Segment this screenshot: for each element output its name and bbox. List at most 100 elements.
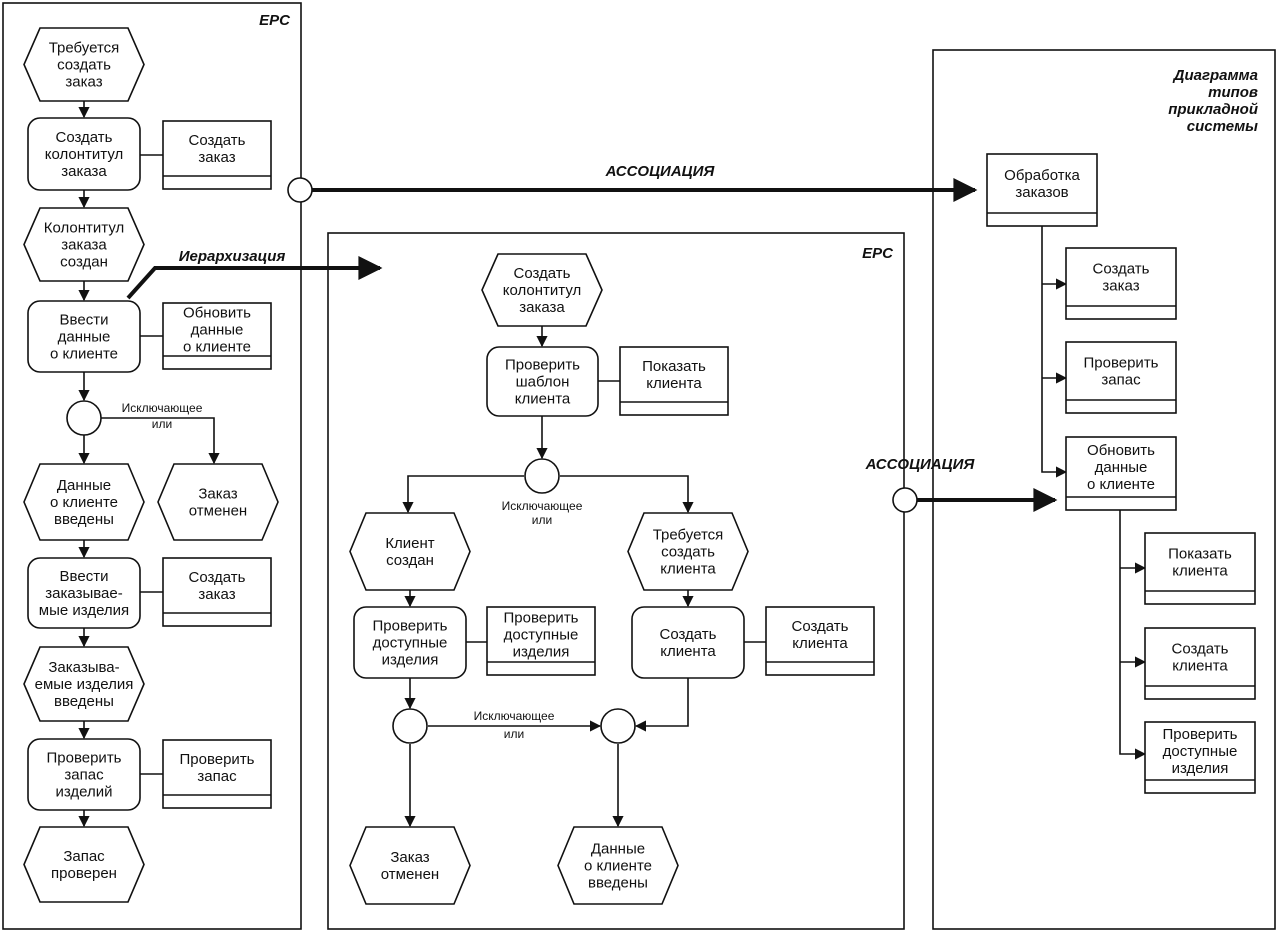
- node-text-line: клиента: [1172, 658, 1228, 675]
- node-text-line: заказ: [198, 586, 235, 603]
- middle-xor-connector-right: [600, 708, 636, 744]
- node-text-line: мые изделия: [39, 602, 129, 619]
- node-text-line: Требуется: [49, 40, 120, 57]
- nodes-layer: ТребуетсясоздатьзаказСоздатьколонтитулза…: [23, 27, 1256, 905]
- node-text-line: Создать: [513, 265, 570, 282]
- node-text-line: о клиенте: [1087, 476, 1155, 493]
- app-types-title: Диаграмма типов прикладной системы: [1168, 67, 1258, 135]
- node-text-line: Показать: [1168, 546, 1232, 563]
- node-text-line: Создать: [188, 569, 245, 586]
- node-text-line: данные: [58, 329, 111, 346]
- node-text-line: Данные: [591, 841, 645, 858]
- node-text-line: клиента: [660, 643, 716, 660]
- node-text-line: Проверить: [505, 357, 580, 374]
- middle-epc-panel: [327, 232, 905, 930]
- node-text-line: Заказыва-: [48, 659, 119, 676]
- node-text-line: Клиент: [385, 535, 434, 552]
- node-text-line: Создать: [659, 626, 716, 643]
- node-text-line: изделия: [382, 652, 439, 669]
- node-text-line: Создать: [791, 618, 848, 635]
- node-text-line: создать: [661, 544, 715, 561]
- node-text-line: о клиенте: [50, 494, 118, 511]
- node-text-line: Ввести: [60, 568, 109, 585]
- node-text-line: клиента: [646, 375, 702, 392]
- node-text-line: Создать: [55, 129, 112, 146]
- node-text-line: Проверить: [179, 751, 254, 768]
- left-epc-label: EPC: [259, 12, 291, 29]
- node-text-line: изделия: [1172, 760, 1229, 777]
- node-text-line: данные: [191, 322, 244, 339]
- node-text-line: проверен: [51, 865, 117, 882]
- node-text-line: заказа: [519, 299, 565, 316]
- node-text-line: доступные: [504, 627, 579, 644]
- association-connector-top: [287, 177, 313, 203]
- node-text-line: заказа: [61, 237, 107, 254]
- svg-text:Исключающее: Исключающее: [122, 401, 203, 415]
- middle-xor-connector-left: [392, 708, 428, 744]
- node-text-line: создан: [60, 254, 108, 271]
- node-text-line: Проверить: [46, 750, 121, 767]
- middle-epc-label: EPC: [862, 245, 894, 262]
- app-types-panel: [932, 49, 1276, 930]
- node-text-line: введены: [54, 693, 114, 710]
- node-text-line: Проверить: [1162, 726, 1237, 743]
- app-types-connectors: [1041, 226, 1147, 760]
- node-text-line: Создать: [188, 132, 245, 149]
- node-text-line: колонтитул: [503, 282, 582, 299]
- node-text-line: Обработка: [1004, 167, 1080, 184]
- node-text-line: клиента: [515, 391, 571, 408]
- node-text-line: запас: [197, 768, 237, 785]
- node-text-line: изделий: [55, 784, 112, 801]
- node-text-line: запас: [64, 767, 104, 784]
- left-epc-connectors: [78, 101, 220, 828]
- svg-text:прикладной: прикладной: [1168, 101, 1258, 118]
- node-text-line: отменен: [189, 503, 247, 520]
- node-text-line: емые изделия: [35, 676, 134, 693]
- svg-text:типов: типов: [1208, 84, 1258, 101]
- svg-text:Исключающее: Исключающее: [502, 499, 583, 513]
- node-text-line: Обновить: [183, 305, 251, 322]
- node-text-line: изделия: [513, 644, 570, 661]
- node-text-line: Проверить: [503, 610, 578, 627]
- node-text-line: о клиенте: [183, 339, 251, 356]
- node-text-line: клиента: [660, 561, 716, 578]
- svg-text:Исключающее: Исключающее: [474, 709, 555, 723]
- svg-text:или: или: [152, 417, 172, 431]
- svg-text:системы: системы: [1187, 118, 1258, 135]
- node-text-line: Заказ: [198, 486, 237, 503]
- node-text-line: Запас: [63, 848, 105, 865]
- node-text-line: доступные: [1163, 743, 1238, 760]
- node-text-line: клиента: [792, 635, 848, 652]
- node-text-line: заказывае-: [45, 585, 122, 602]
- node-text-line: о клиенте: [584, 858, 652, 875]
- node-text-line: введены: [588, 875, 648, 892]
- node-text-line: заказов: [1015, 184, 1068, 201]
- node-text-line: данные: [1095, 459, 1148, 476]
- node-text-line: шаблон: [516, 374, 570, 391]
- node-text-line: Колонтитул: [44, 220, 125, 237]
- node-text-line: создан: [386, 552, 434, 569]
